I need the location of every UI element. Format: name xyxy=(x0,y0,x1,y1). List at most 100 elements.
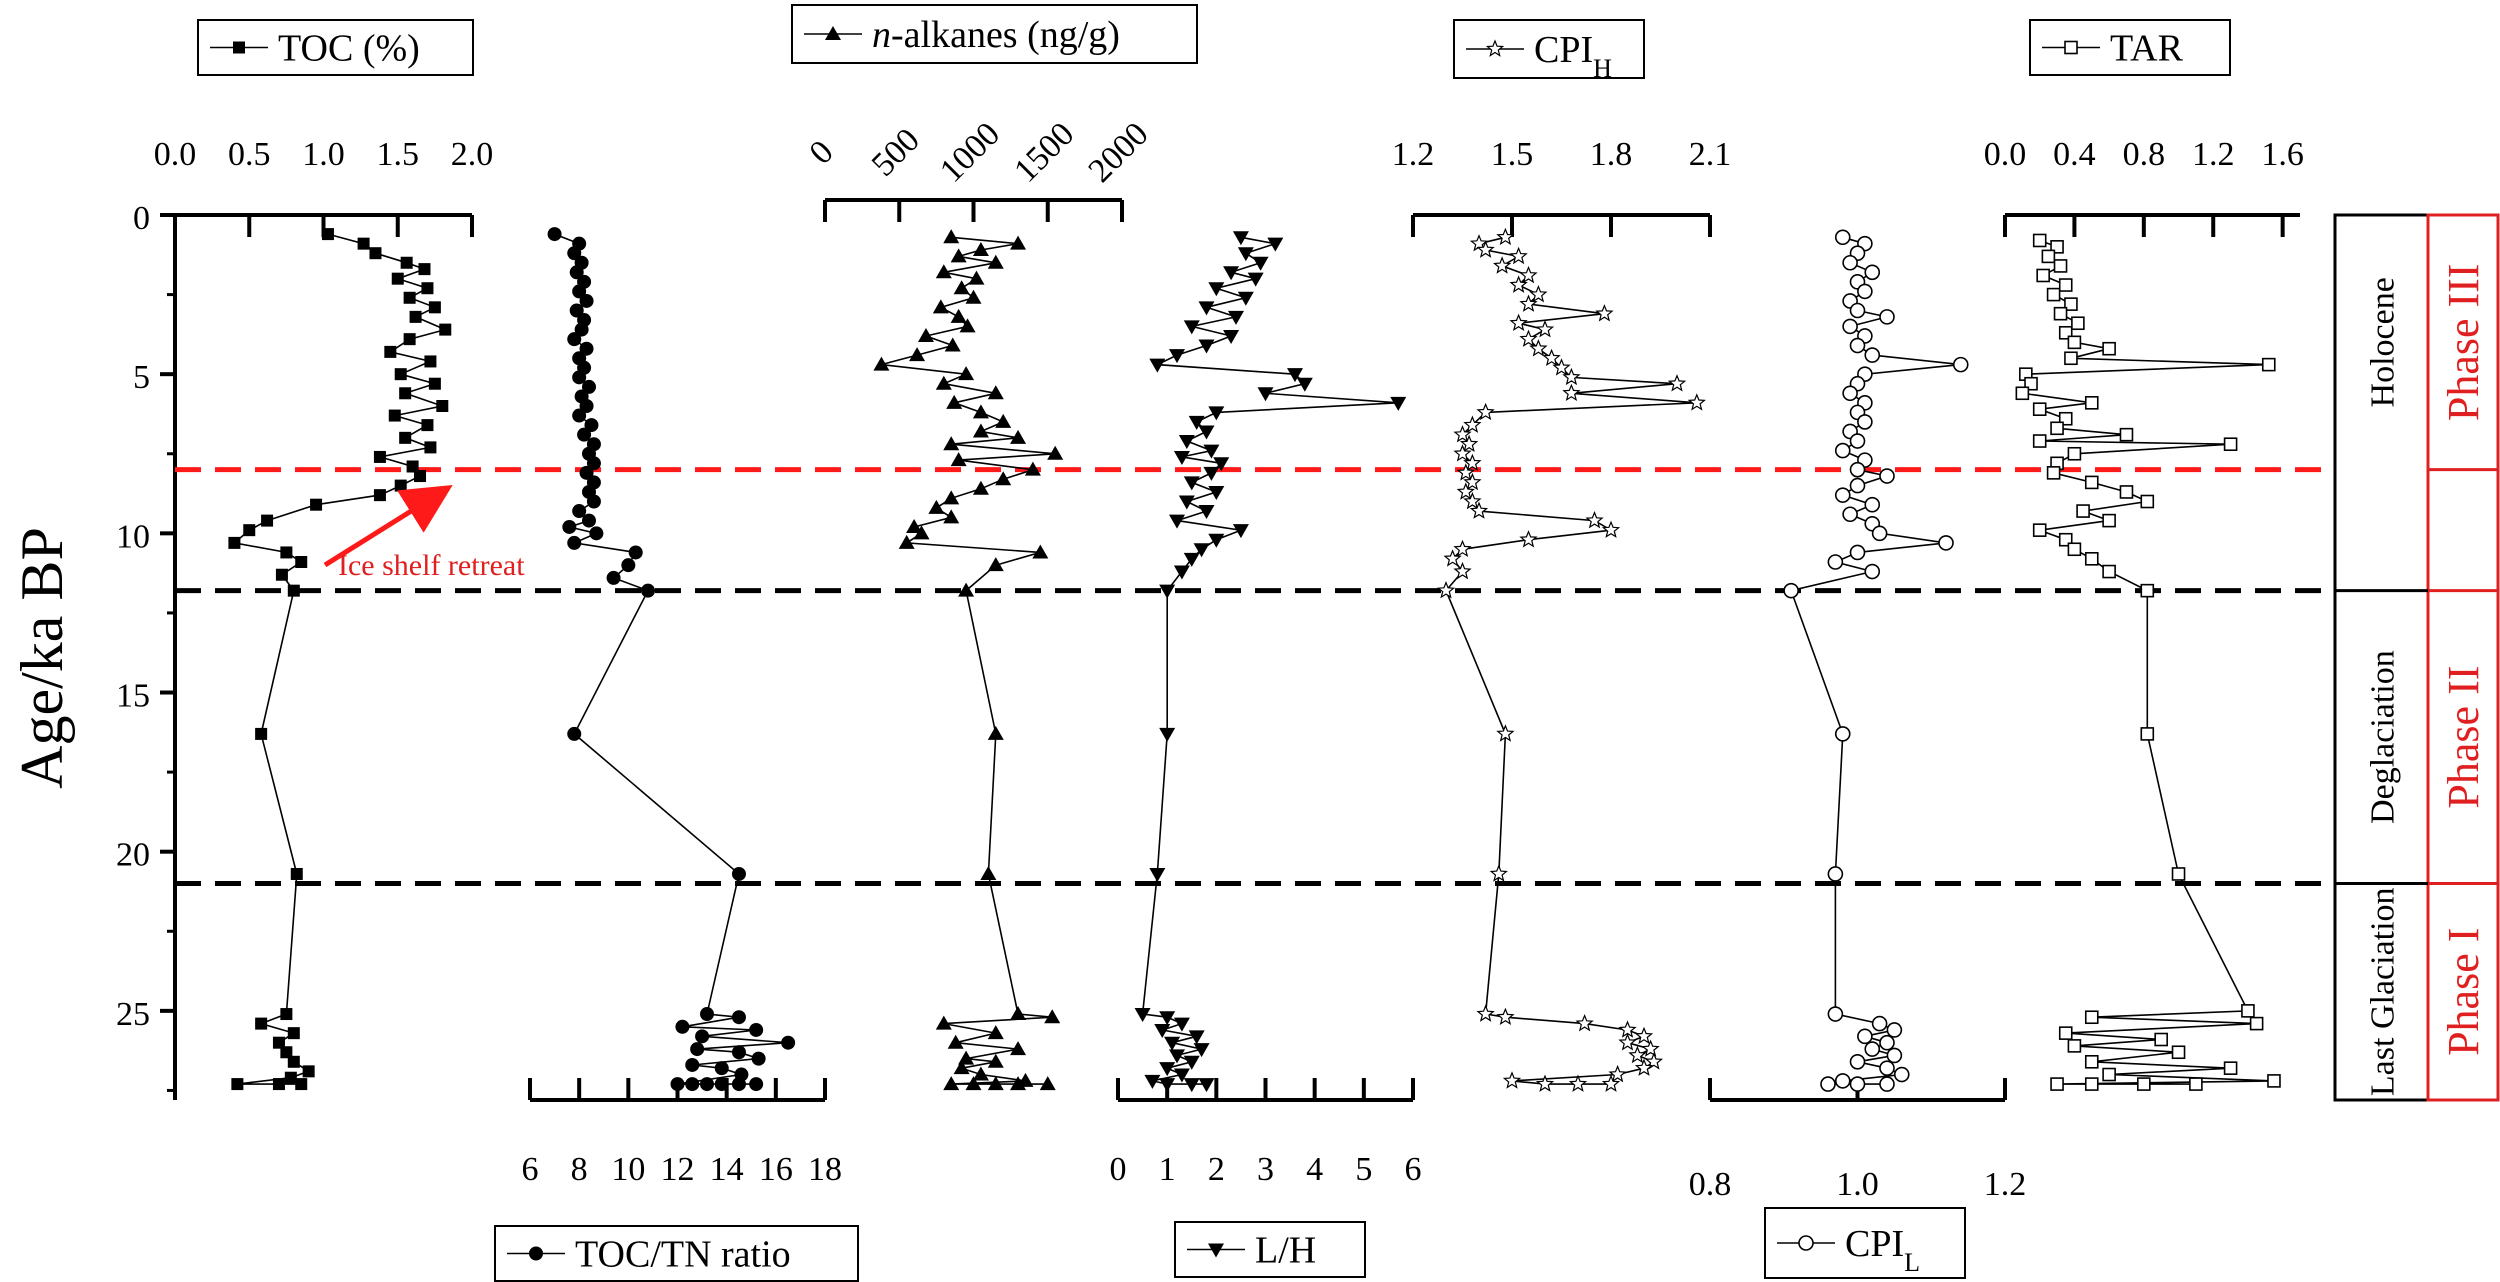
data-point xyxy=(958,366,975,381)
data-point xyxy=(255,727,268,740)
data-point xyxy=(1237,247,1254,262)
data-point xyxy=(2032,233,2047,248)
data-point xyxy=(1562,383,1581,401)
data-point xyxy=(569,265,584,280)
data-point xyxy=(670,1077,685,1092)
x-tick-label-cpih: 2.1 xyxy=(1689,136,1732,173)
x-tick-label-tar: 0.8 xyxy=(2123,136,2166,173)
data-point xyxy=(2067,335,2082,350)
data-point xyxy=(228,536,241,549)
data-point xyxy=(572,370,587,385)
series-line-tar xyxy=(2020,239,2275,1085)
legend-label-cpil: CPIL xyxy=(1845,1223,1920,1277)
data-point xyxy=(2036,268,2050,283)
data-point xyxy=(943,509,960,524)
data-point xyxy=(287,1027,300,1040)
data-point xyxy=(685,1057,700,1072)
x-tick-label-lh: 4 xyxy=(1306,1151,1323,1188)
data-point xyxy=(1183,552,1200,567)
x-tick-label-toc: 1.0 xyxy=(302,136,345,173)
data-point xyxy=(1849,477,1866,494)
data-point xyxy=(1842,506,1858,523)
data-point xyxy=(1879,1076,1895,1092)
data-point xyxy=(950,248,967,263)
data-point xyxy=(1834,487,1851,503)
legend-label-toc: TOC (%) xyxy=(278,28,420,70)
data-point xyxy=(579,341,594,356)
data-point xyxy=(1827,866,1844,882)
data-point xyxy=(369,247,382,260)
data-point xyxy=(1188,415,1205,430)
data-point xyxy=(1296,377,1313,392)
data-point xyxy=(231,1078,244,1091)
data-point xyxy=(1208,282,1225,297)
data-point xyxy=(1938,535,1954,551)
data-point xyxy=(606,570,621,585)
legend-italic-nalk: n xyxy=(872,14,891,56)
data-point xyxy=(562,519,577,534)
data-point xyxy=(749,1022,764,1037)
data-point xyxy=(2076,504,2090,518)
data-point xyxy=(2102,341,2116,356)
data-point xyxy=(1644,1052,1664,1070)
data-point xyxy=(1159,727,1176,742)
data-point xyxy=(928,499,945,514)
phase-label-1: Phase II xyxy=(2439,666,2488,809)
y-tick-label-15: 15 xyxy=(116,678,150,715)
data-point xyxy=(2064,297,2078,311)
data-point xyxy=(1183,476,1200,491)
data-point xyxy=(310,498,323,511)
data-point xyxy=(1287,368,1303,383)
data-point xyxy=(1010,1041,1027,1056)
data-point xyxy=(1453,539,1472,557)
x-tick-label-toctn: 16 xyxy=(759,1151,793,1188)
data-point xyxy=(972,242,989,257)
data-point xyxy=(1842,385,1858,402)
data-point xyxy=(731,1077,746,1092)
x-tick-label-lh: 6 xyxy=(1405,1151,1422,1188)
legend-label-cpih: CPIH xyxy=(1534,29,1612,83)
data-point xyxy=(1453,444,1472,462)
data-point xyxy=(2102,564,2116,579)
data-point xyxy=(2140,727,2155,741)
data-point xyxy=(421,282,434,295)
x-tick-label-toc: 0.0 xyxy=(154,136,197,173)
data-point xyxy=(2071,316,2085,331)
series-line-nalk xyxy=(881,236,1056,1085)
y-tick-label-20: 20 xyxy=(116,837,150,874)
data-point xyxy=(1039,1076,1056,1091)
data-point xyxy=(972,480,989,495)
phase-label-2: Phase I xyxy=(2439,928,2488,1056)
data-point xyxy=(579,293,594,308)
data-point xyxy=(873,356,890,371)
data-point xyxy=(567,332,582,347)
data-point xyxy=(1010,235,1027,250)
data-point xyxy=(1208,533,1225,548)
phase-label-0: Phase III xyxy=(2439,264,2488,422)
data-point xyxy=(1173,1017,1190,1032)
series-line-toctn xyxy=(554,233,789,1085)
data-point xyxy=(1044,1009,1061,1024)
data-point xyxy=(1601,520,1621,538)
data-point xyxy=(1849,544,1866,561)
x-tick-label-toc: 2.0 xyxy=(451,136,494,173)
data-point xyxy=(987,557,1004,572)
data-point xyxy=(1154,1023,1171,1038)
data-point xyxy=(2067,446,2082,461)
data-point xyxy=(913,525,930,540)
data-point xyxy=(2050,421,2064,436)
data-point xyxy=(1456,482,1475,500)
data-point xyxy=(2102,513,2116,528)
data-point xyxy=(1849,337,1866,354)
data-point xyxy=(572,284,587,299)
data-point xyxy=(909,347,926,362)
data-point xyxy=(1667,374,1687,392)
legend-text-cpih: CPI xyxy=(1534,29,1593,71)
data-point xyxy=(1842,318,1858,335)
data-point xyxy=(690,1042,705,1057)
data-point xyxy=(399,387,412,400)
data-point xyxy=(906,518,923,533)
data-point xyxy=(1453,425,1472,443)
